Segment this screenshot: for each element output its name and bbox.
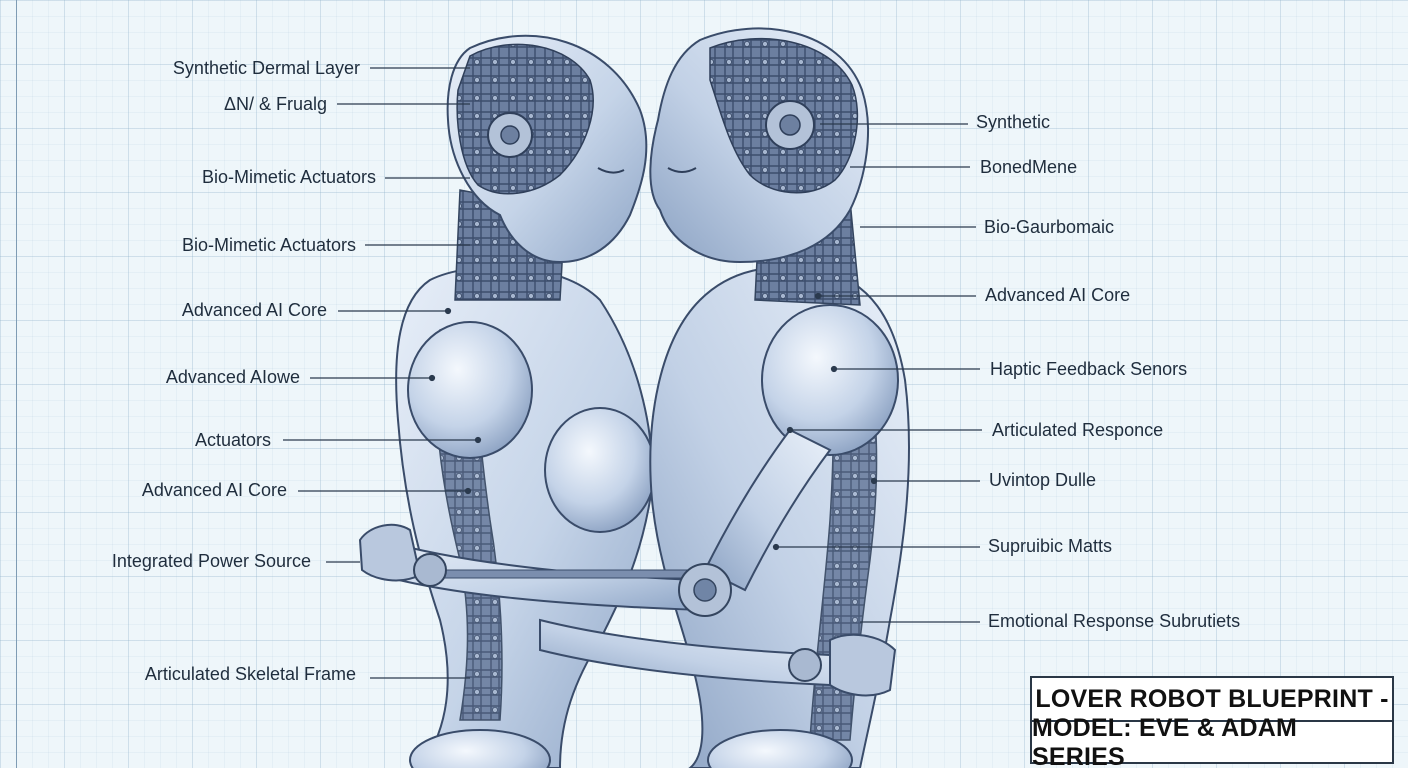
label-right-3: Bio-Gaurbomaic — [984, 217, 1115, 237]
label-left-7: Actuators — [194, 430, 271, 450]
title-divider — [1032, 720, 1392, 722]
title-block: LOVER ROBOT BLUEPRINT - MODEL: EVE & ADA… — [1030, 676, 1394, 768]
eve-forearm-rods — [439, 569, 701, 579]
label-left-3: Bio-Mimetic Actuators — [201, 167, 376, 187]
adam-closed-eye — [667, 167, 697, 173]
label-left-1: Synthetic Dermal Layer — [172, 58, 360, 78]
eve-wrist-joint — [413, 553, 447, 587]
callout-leader-lines — [283, 67, 982, 679]
embracing-arms — [358, 523, 897, 697]
label-right-9: Emotional Response Subrutiets — [988, 611, 1241, 631]
adam-shoulder — [761, 304, 899, 456]
label-left-2: ΔN/ & Frualg — [223, 94, 327, 114]
eve-hand — [358, 523, 422, 582]
label-left-6: Advanced AIowe — [165, 367, 300, 387]
label-right-6: Articulated Responce — [992, 420, 1164, 440]
label-right-2: BonedMene — [980, 157, 1078, 177]
label-left-8: Advanced AI Core — [141, 480, 287, 500]
blueprint-frame-line — [16, 0, 17, 768]
adam-hip — [707, 729, 853, 768]
label-left-9: Integrated Power Source — [111, 551, 311, 571]
label-left-10: Articulated Skeletal Frame — [144, 664, 356, 684]
eve-shoulder — [407, 321, 533, 459]
eve-hip — [409, 729, 551, 768]
label-right-5: Haptic Feedback Senors — [990, 359, 1188, 379]
label-right-4: Advanced AI Core — [985, 285, 1131, 305]
adam-wrist-joint — [788, 648, 822, 682]
title-line-1: LOVER ROBOT BLUEPRINT - — [1035, 684, 1389, 713]
eve-chest — [544, 407, 656, 533]
label-left-5: Advanced AI Core — [181, 300, 327, 320]
label-right-1: Synthetic — [976, 112, 1051, 132]
adam-hand — [829, 633, 897, 697]
title-line-2: MODEL: EVE & ADAM SERIES — [1032, 714, 1297, 768]
eve-closed-eye — [597, 167, 625, 174]
label-left-4: Bio-Mimetic Actuators — [181, 235, 356, 255]
label-right-7: Uvintop Dulle — [989, 470, 1097, 490]
adam-arm — [703, 428, 832, 592]
label-right-8: Supruibic Matts — [988, 536, 1113, 556]
